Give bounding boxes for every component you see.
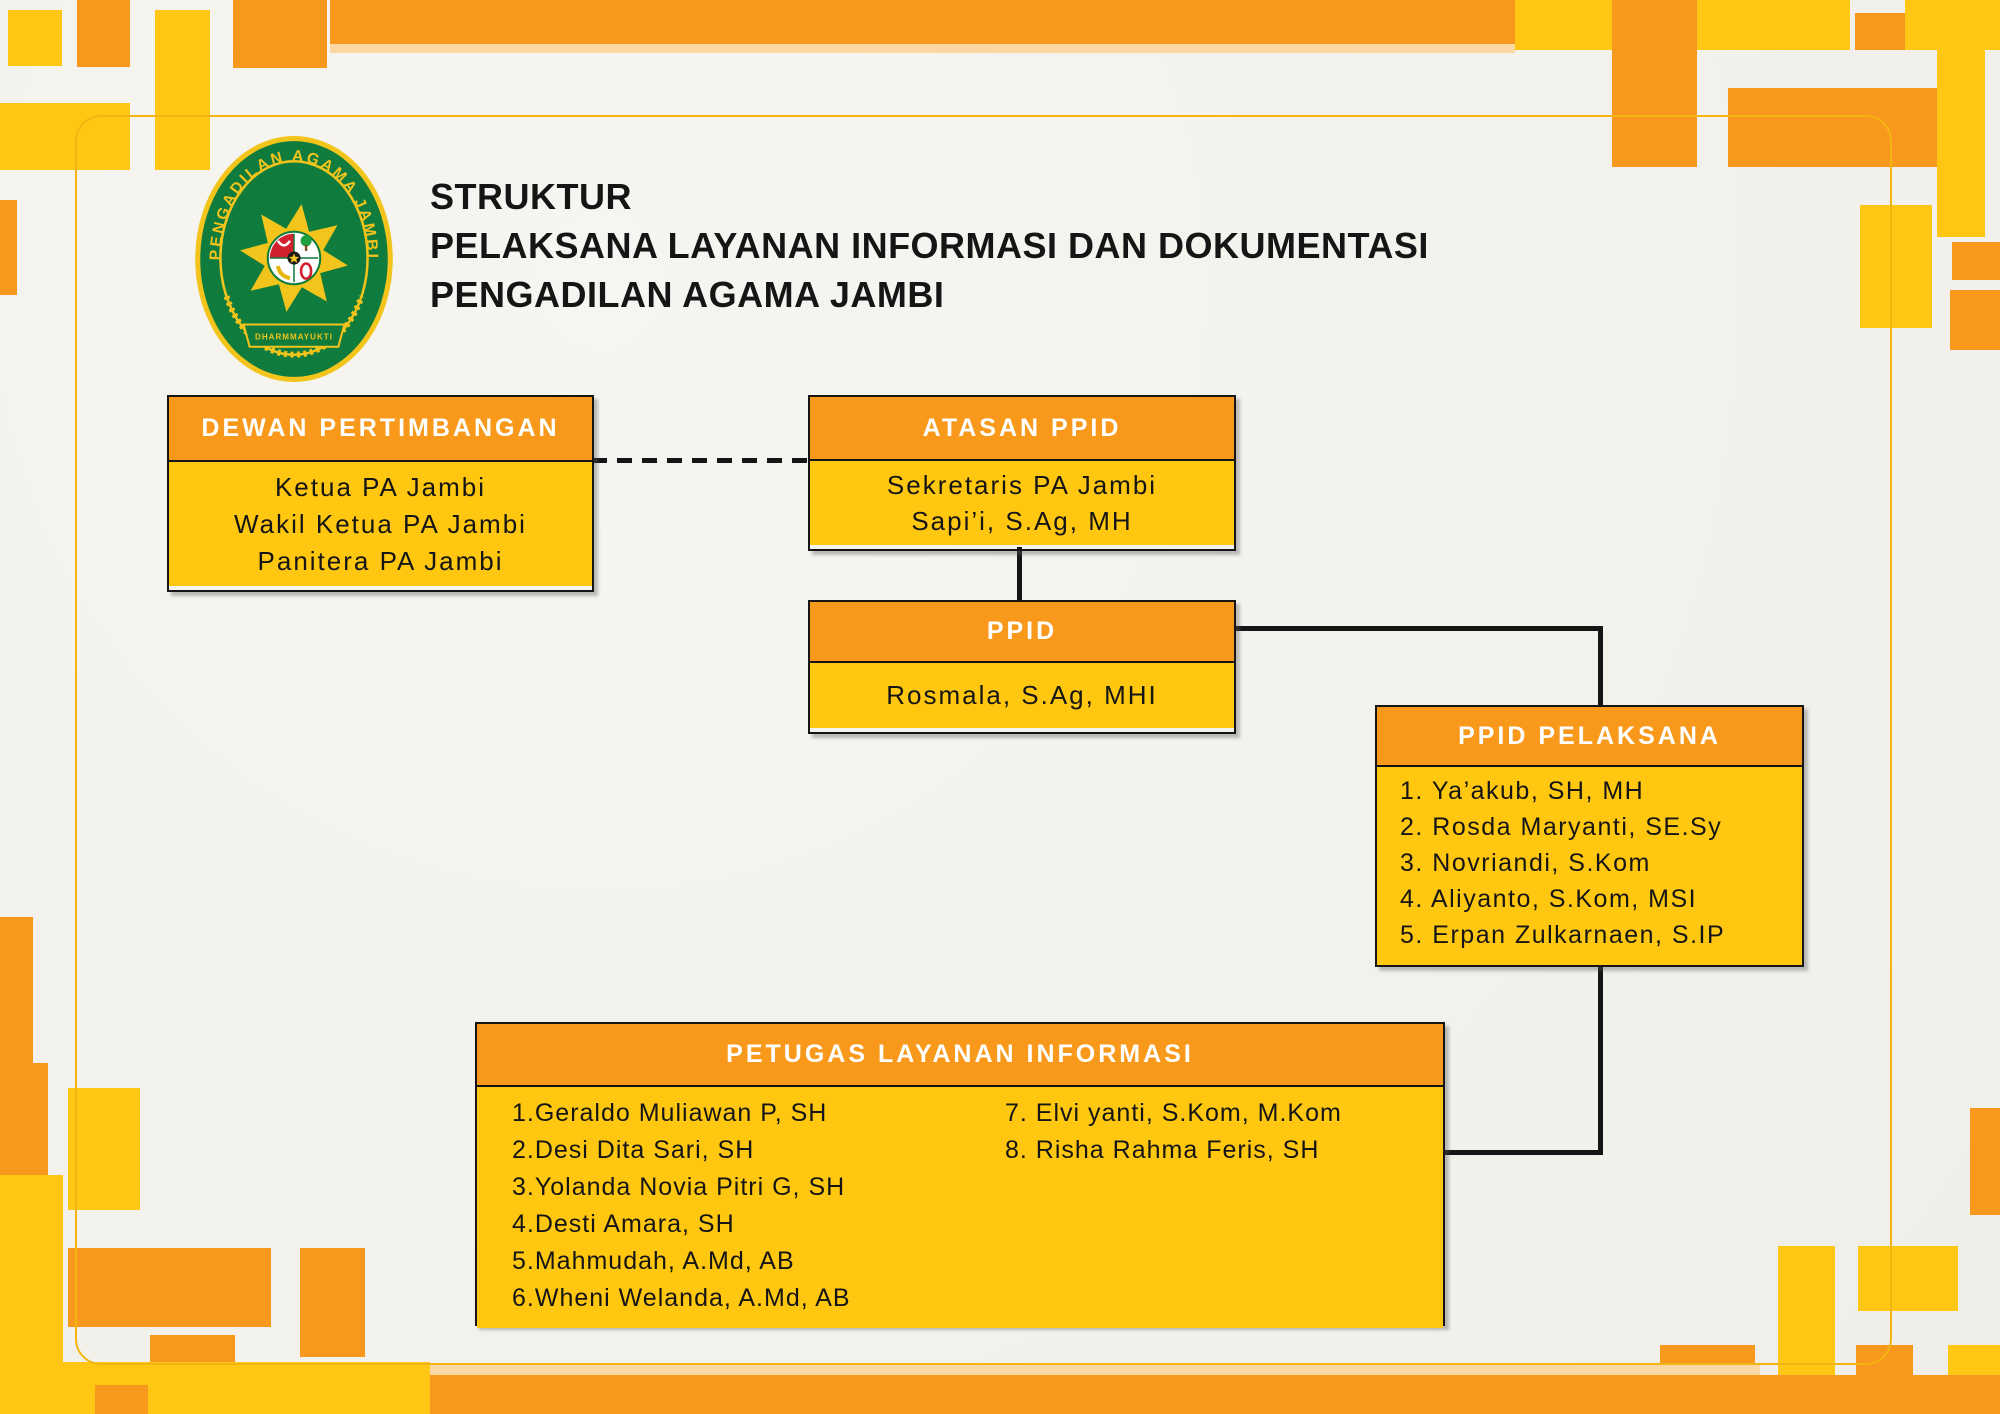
connector-pelaksana-petugas-h [1443, 1150, 1603, 1155]
box-body: Ketua PA Jambi Wakil Ketua PA Jambi Pani… [169, 462, 592, 586]
member: Wakil Ketua PA Jambi [234, 508, 527, 539]
deco-rect [1697, 0, 1850, 50]
deco-rect [155, 10, 210, 170]
deco-rect [95, 1385, 148, 1414]
box-body: Sekretaris PA Jambi Sapi’i, S.Ag, MH [810, 461, 1234, 545]
box-petugas-layanan-informasi: PETUGAS LAYANAN INFORMASI 1.Geraldo Muli… [475, 1022, 1445, 1328]
deco-rect [150, 1335, 235, 1362]
deco-rect [430, 1375, 2000, 1414]
deco-rect [430, 1363, 1760, 1375]
member: 4. Aliyanto, S.Kom, MSI [1400, 885, 1698, 913]
deco-rect [1612, 0, 1697, 167]
member: 5. Erpan Zulkarnaen, S.IP [1400, 921, 1726, 949]
connector-ppid-pelaksana-h [1232, 626, 1603, 631]
deco-rect [68, 1248, 271, 1327]
deco-rect [300, 1248, 365, 1357]
deco-rect [233, 0, 327, 68]
deco-rect [68, 1088, 140, 1210]
deco-rect [77, 0, 130, 67]
deco-rect [1937, 30, 1985, 237]
deco-rect [0, 200, 17, 295]
box-header: PETUGAS LAYANAN INFORMASI [477, 1024, 1443, 1087]
member: Rosmala, S.Ag, MHI [886, 680, 1158, 710]
box-body: Rosmala, S.Ag, MHI [810, 663, 1234, 728]
deco-rect [8, 10, 62, 66]
deco-rect [1952, 242, 2000, 280]
deco-rect [1860, 205, 1932, 328]
member: 3.Yolanda Novia Pitri G, SH [512, 1173, 846, 1201]
deco-rect [0, 103, 130, 170]
deco-rect [1515, 0, 1612, 50]
box-header: DEWAN PERTIMBANGAN [169, 397, 592, 462]
member: 5.Mahmudah, A.Md, AB [512, 1247, 795, 1275]
connector-atasan-ppid [1017, 547, 1022, 600]
member: 3. Novriandi, S.Kom [1400, 849, 1651, 877]
box-header: PPID [810, 602, 1234, 663]
deco-rect [0, 1063, 48, 1175]
deco-rect [0, 917, 33, 1063]
box-ppid-pelaksana: PPID PELAKSANA 1. Ya’akub, SH, MH 2. Ros… [1375, 705, 1804, 967]
pengadilan-agama-jambi-seal-icon: PENGADILAN AGAMA JAMBI DHARMMAYUKTI [195, 136, 393, 382]
connector-dewan-atasan-dashed [592, 458, 808, 463]
page-title: STRUKTUR PELAKSANA LAYANAN INFORMASI DAN… [430, 172, 1429, 319]
connector-ppid-pelaksana-v [1598, 626, 1603, 705]
box-body: 1. Ya’akub, SH, MH 2. Rosda Maryanti, SE… [1377, 767, 1802, 965]
deco-rect [0, 1175, 63, 1414]
box-header: ATASAN PPID [810, 397, 1234, 461]
member: 1. Ya’akub, SH, MH [1400, 777, 1645, 805]
deco-rect [1970, 1108, 2000, 1215]
member: 1.Geraldo Muliawan P, SH [512, 1099, 828, 1127]
member: 6.Wheni Welanda, A.Md, AB [512, 1284, 851, 1312]
deco-rect [330, 44, 1515, 53]
member: 2.Desi Dita Sari, SH [512, 1136, 755, 1164]
box-body: 1.Geraldo Muliawan P, SH 2.Desi Dita Sar… [477, 1087, 1443, 1328]
deco-rect [330, 0, 1515, 44]
seal-banner-text: DHARMMAYUKTI [255, 333, 333, 342]
title-line-2: PELAKSANA LAYANAN INFORMASI DAN DOKUMENT… [430, 225, 1429, 266]
member: Sekretaris PA Jambi [886, 470, 1158, 500]
member: 2. Rosda Maryanti, SE.Sy [1400, 813, 1723, 841]
deco-rect [1858, 1246, 1958, 1311]
box-ppid: PPID Rosmala, S.Ag, MHI [808, 600, 1236, 734]
member: Ketua PA Jambi [274, 471, 487, 502]
connector-pelaksana-petugas-v [1598, 963, 1603, 1155]
deco-rect [1910, 88, 1937, 167]
member: 4.Desti Amara, SH [512, 1210, 735, 1238]
inner-frame-line [75, 115, 1892, 1365]
member: Sapi’i, S.Ag, MH [911, 506, 1133, 536]
deco-rect [1950, 290, 2000, 350]
member: Panitera PA Jambi [257, 545, 504, 576]
member: 7. Elvi yanti, S.Kom, M.Kom [1005, 1099, 1342, 1127]
deco-rect [1855, 13, 1905, 50]
member: 8. Risha Rahma Feris, SH [1005, 1136, 1320, 1164]
box-header: PPID PELAKSANA [1377, 707, 1802, 767]
title-line-3: PENGADILAN AGAMA JAMBI [430, 274, 945, 315]
box-dewan-pertimbangan: DEWAN PERTIMBANGAN Ketua PA Jambi Wakil … [167, 395, 594, 592]
box-atasan-ppid: ATASAN PPID Sekretaris PA Jambi Sapi’i, … [808, 395, 1236, 551]
title-line-1: STRUKTUR [430, 176, 632, 217]
